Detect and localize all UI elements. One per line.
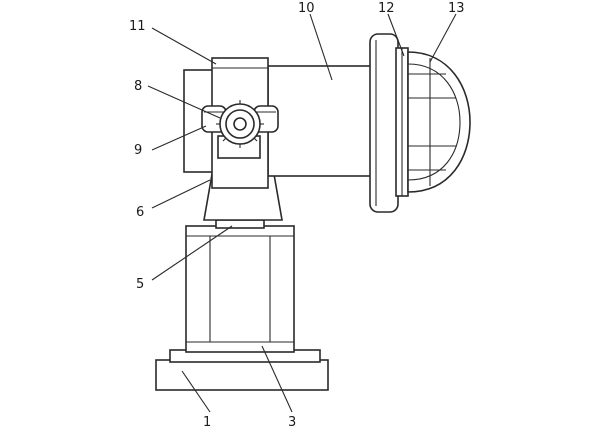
label-12: 12 (378, 1, 395, 16)
label-11: 11 (129, 19, 146, 34)
label-10: 10 (298, 1, 315, 16)
grille-cover (407, 51, 471, 193)
label-5: 5 (136, 277, 144, 292)
reference-labels: 1 3 5 6 8 9 10 11 12 13 (129, 1, 465, 429)
front-flange (369, 33, 409, 213)
label-9: 9 (134, 143, 142, 158)
base-plate (155, 349, 329, 391)
label-8: 8 (134, 79, 142, 94)
label-6: 6 (136, 205, 144, 220)
label-13: 13 (448, 1, 465, 16)
pivot-knob (216, 100, 264, 148)
label-1: 1 (203, 415, 211, 429)
label-3: 3 (288, 415, 296, 429)
leader-lines (147, 13, 457, 413)
support-column (185, 225, 295, 353)
rotary-joint (215, 219, 265, 229)
